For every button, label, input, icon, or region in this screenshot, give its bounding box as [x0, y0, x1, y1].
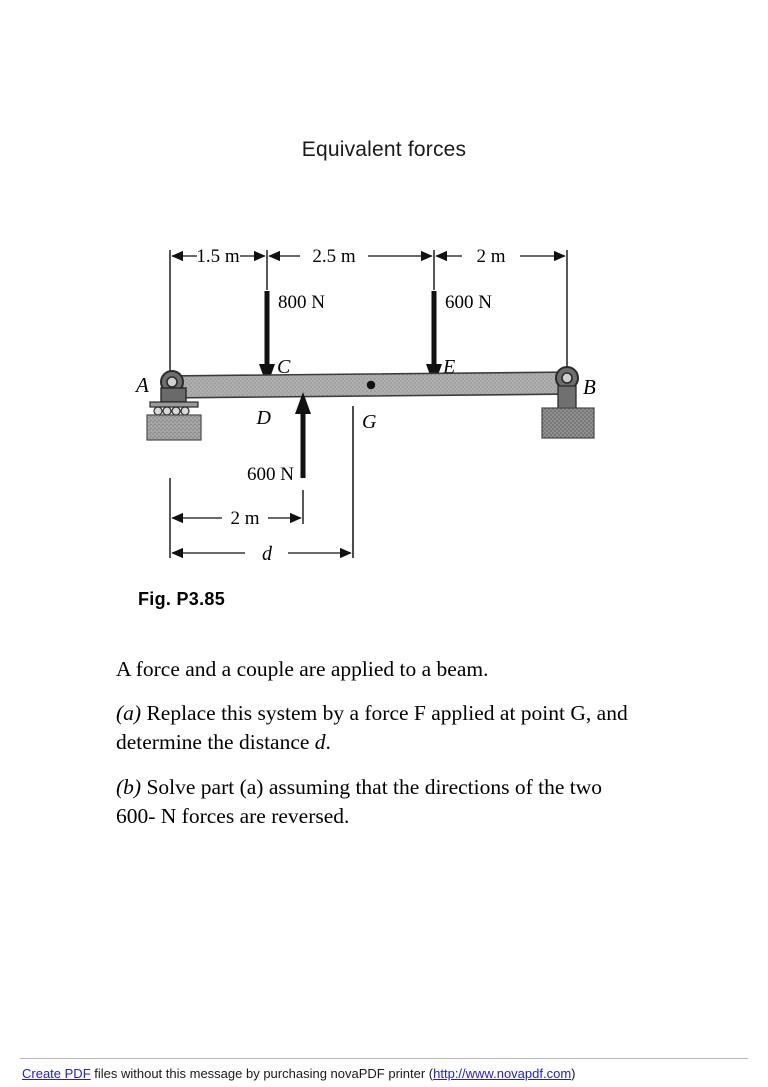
part-a-text-2: . [325, 730, 331, 754]
bottom-extension-lines [169, 478, 304, 558]
beam [162, 371, 576, 399]
point-label-b: B [583, 375, 596, 399]
force-label-600n-down: 600 N [445, 292, 492, 313]
problem-intro: A force and a couple are applied to a be… [116, 657, 489, 681]
dimension-label-2-5m: 2.5 m [312, 246, 356, 267]
problem-part-a: (a) Replace this system by a force F app… [116, 699, 646, 757]
dimension-label-d: d [262, 543, 273, 565]
part-a-label: (a) [116, 701, 142, 725]
problem-part-b: (b) Solve part (a) assuming that the dir… [116, 773, 646, 831]
force-label-600n-up: 600 N [247, 464, 294, 485]
dimension-extension-lines [169, 250, 568, 373]
footer-close-paren: ) [571, 1066, 576, 1081]
force-arrow-600n-up [295, 392, 311, 478]
footer-watermark: Create PDF files without this message by… [22, 1066, 762, 1081]
dimension-label-2m-bottom: 2 m [230, 508, 259, 529]
footer-message: files without this message by purchasing… [90, 1066, 434, 1081]
point-label-g: G [362, 411, 377, 433]
create-pdf-link[interactable]: Create PDF [22, 1066, 91, 1081]
part-a-text-1: Replace this system by a force F applied… [116, 701, 628, 754]
force-label-800n: 800 N [278, 292, 325, 313]
figure-caption: Fig. P3.85 [138, 589, 226, 609]
part-a-italic-d: d [314, 730, 326, 754]
force-arrow-800n [259, 291, 275, 386]
beam-midpoint-dot [366, 380, 376, 390]
point-label-a: A [134, 373, 149, 397]
point-label-c: C [277, 356, 291, 378]
dimension-label-1-5m: 1.5 m [196, 246, 240, 267]
figure-diagram: 1.5 m 2.5 m 2 m 800 N C 600 N E [0, 228, 768, 628]
novapdf-url-link[interactable]: http://www.novapdf.com [433, 1066, 572, 1081]
problem-statement: A force and a couple are applied to a be… [116, 655, 646, 847]
support-b-pin [541, 366, 595, 439]
part-b-text: Solve part (a) assuming that the directi… [116, 775, 603, 828]
part-b-label: (b) [116, 775, 142, 799]
support-a-roller [146, 370, 202, 441]
footer-divider [20, 1058, 748, 1059]
dimension-label-2m-top: 2 m [476, 246, 505, 267]
page-title: Equivalent forces [301, 138, 467, 161]
force-arrow-600n-down [426, 291, 442, 386]
point-label-d: D [256, 407, 272, 429]
